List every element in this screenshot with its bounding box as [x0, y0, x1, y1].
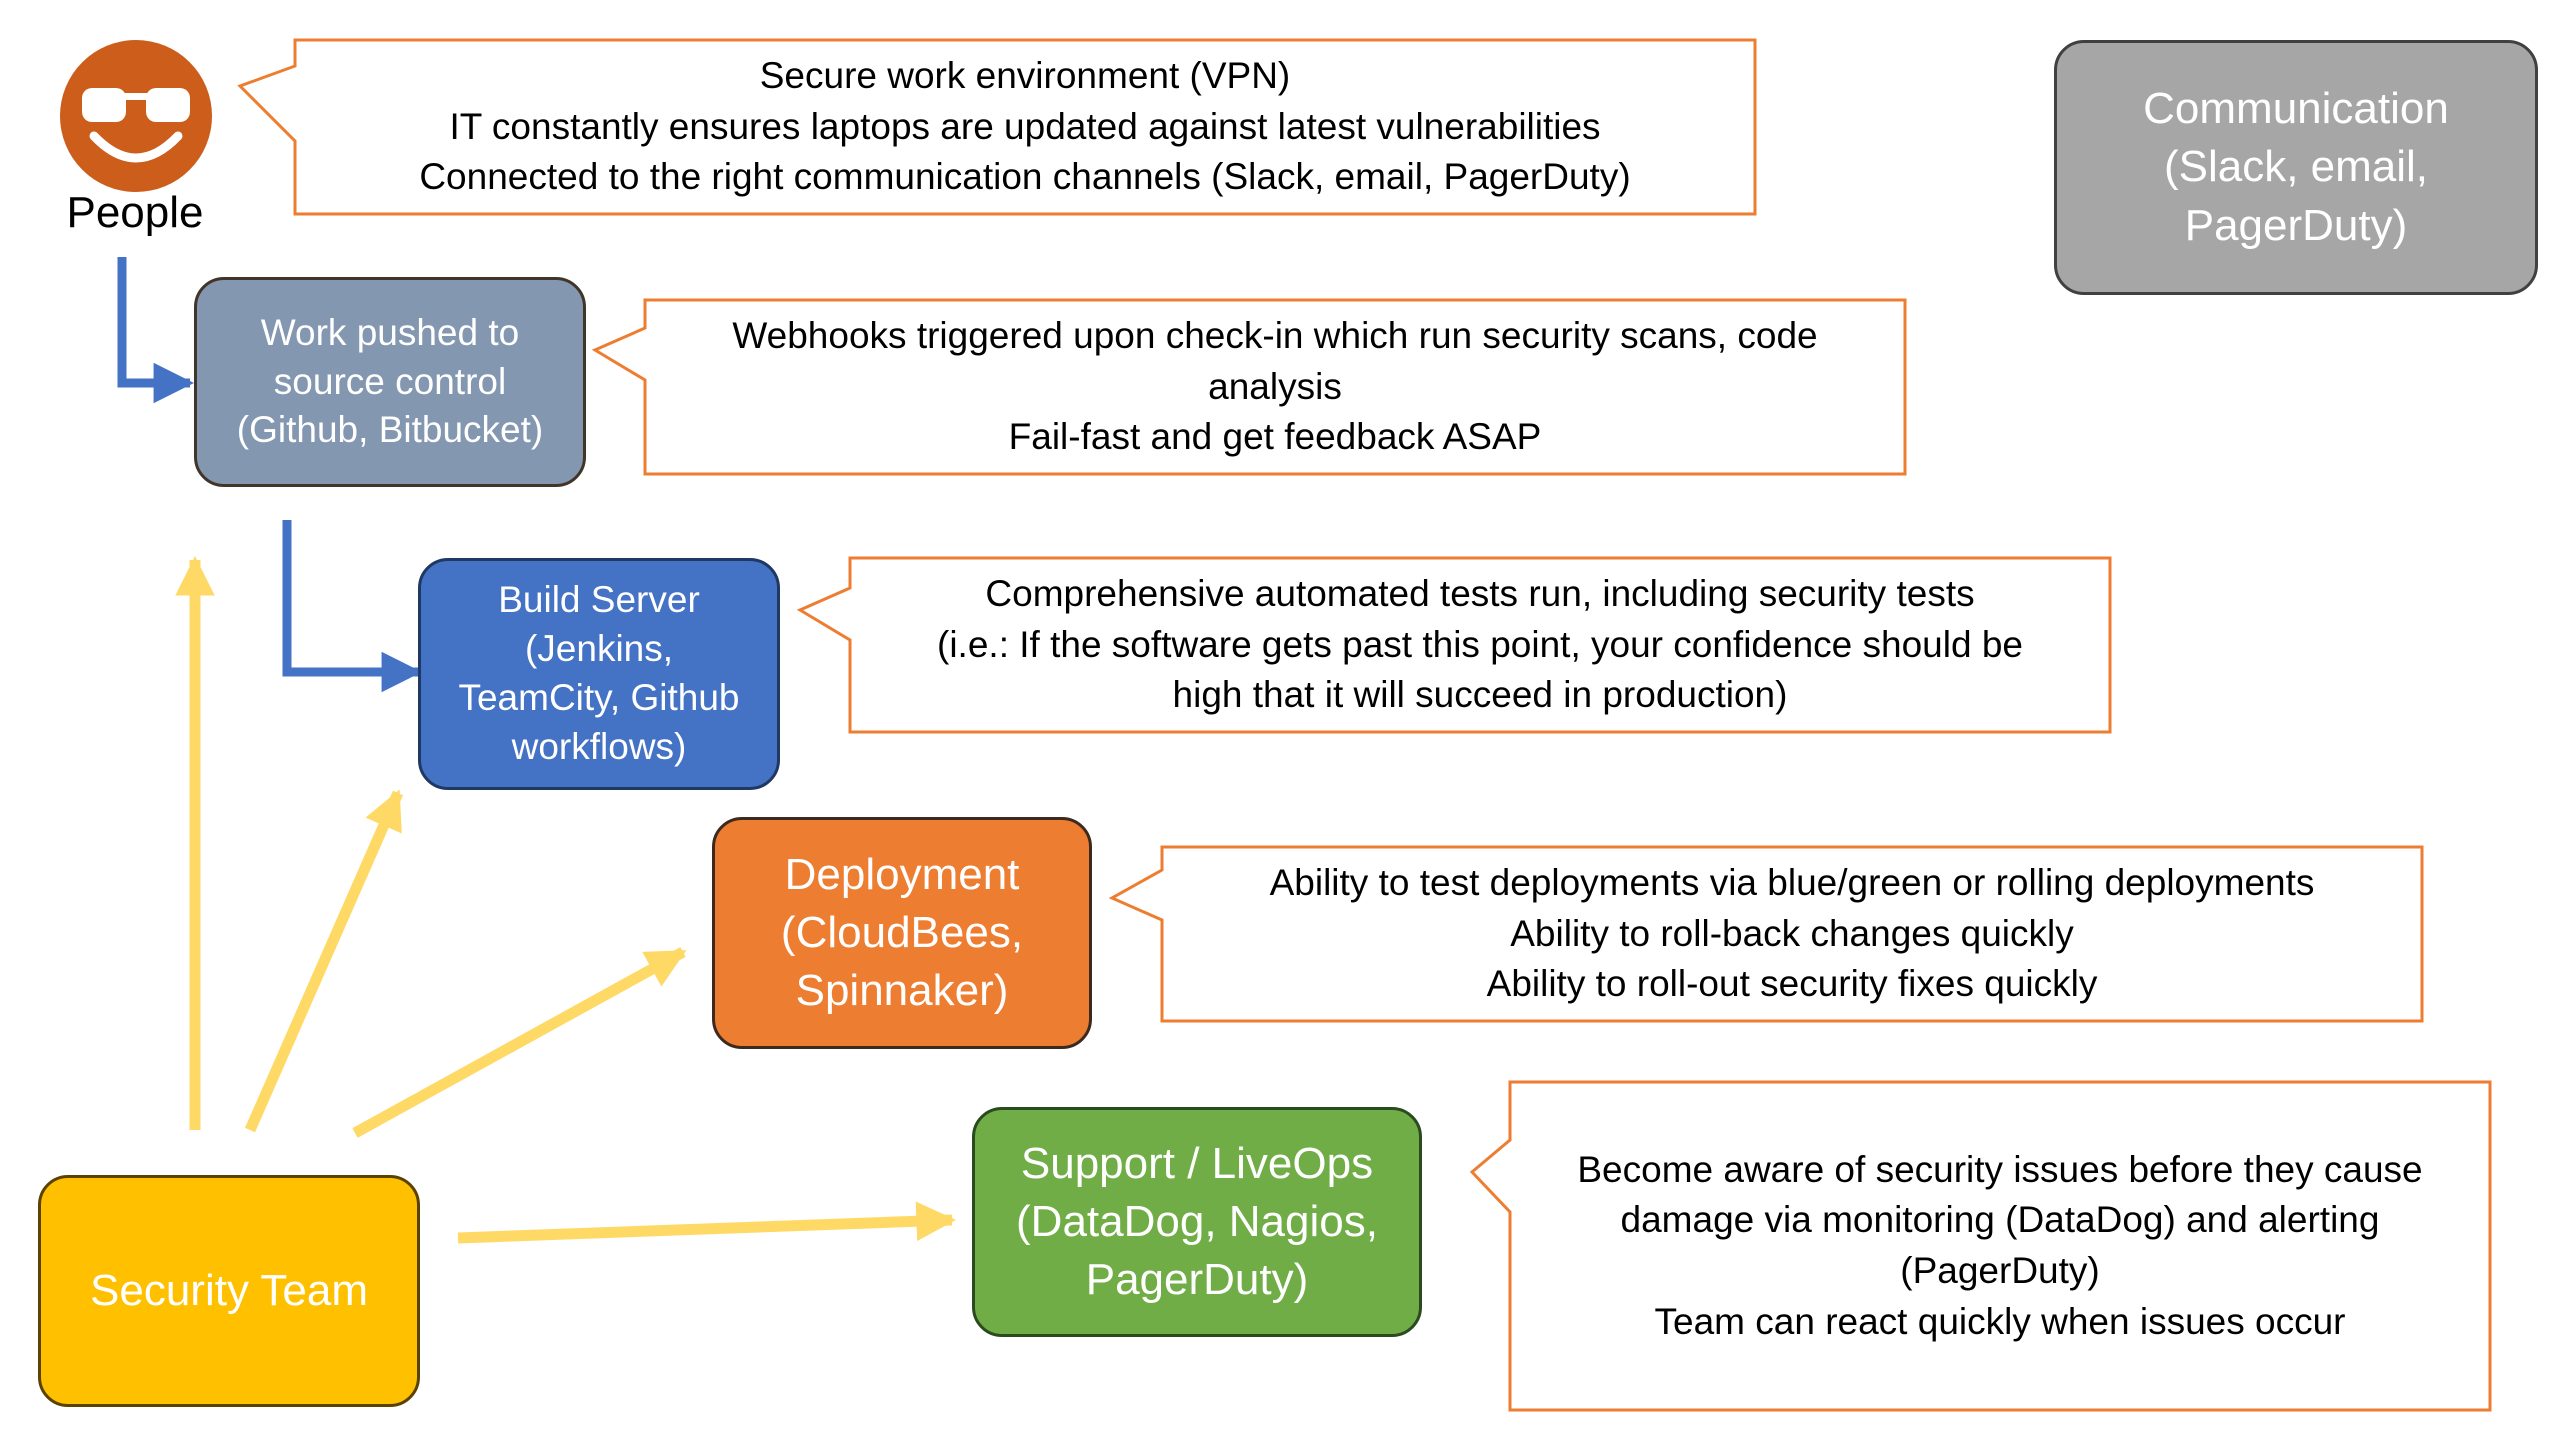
build-server-node-line: TeamCity, Github — [458, 677, 740, 718]
callout-support-shape — [1469, 1080, 2492, 1412]
flow-arrow-people-to-source — [117, 257, 195, 404]
source-control-node-line: Work pushed to — [260, 311, 520, 353]
build-server-node-line: (Jenkins, — [524, 628, 674, 670]
deployment-node-line: Spinnaker) — [795, 966, 1009, 1016]
callout-build-server-text: Comprehensive automated tests run, inclu… — [850, 558, 2110, 732]
sunglasses-smiley-icon — [60, 40, 212, 192]
build-server-node: Build Server (Jenkins, TeamCity, Github wor… — [418, 558, 780, 790]
source-control-node-line: (Github, Bitbucket) — [236, 409, 544, 451]
security-team-node-line: Security Team — [90, 1265, 368, 1315]
callout-build-server-text-line: Comprehensive automated tests run, inclu… — [985, 572, 1975, 614]
deployment-node-line: Deployment — [784, 849, 1020, 899]
callout-build-server-shape — [796, 556, 2112, 734]
support-node-line: PagerDuty) — [1085, 1255, 1309, 1305]
callout-people-text-line: Secure work environment (VPN) — [759, 54, 1291, 96]
deployment-node-line: (CloudBees, — [780, 907, 1024, 957]
callout-support-text-line: Become aware of security issues before t… — [1577, 1148, 2423, 1190]
build-server-node-line: workflows) — [511, 725, 687, 767]
callout-support-text-line: (PagerDuty) — [1900, 1250, 2100, 1291]
callout-source-control-text-line: Webhooks triggered upon check-in which r… — [732, 314, 1818, 356]
callout-deployment-shape — [1108, 845, 2424, 1023]
callout-deployment-text-line: Ability to roll-out security fixes quick… — [1486, 963, 2098, 1005]
callout-people-text: Secure work environment (VPN) IT constant… — [295, 40, 1755, 214]
callout-deployment-text-line: Ability to roll-back changes quickly — [1510, 912, 2074, 954]
support-node-line: Support / LiveOps — [1020, 1138, 1374, 1188]
source-control-node-line: source control — [273, 360, 507, 402]
communication-node-line: Communication — [2143, 84, 2449, 134]
security-arrow-to-support — [457, 1201, 956, 1244]
callout-source-control-text: Webhooks triggered upon check-in which r… — [645, 300, 1905, 474]
source-control-node: Work pushed to source control (Github, Bit… — [194, 277, 586, 487]
callout-deployment-text-line: Ability to test deployments via blue/gre… — [1269, 861, 2315, 903]
callout-people-text-line: IT constantly ensures laptops are update… — [449, 105, 1601, 147]
callout-deployment-text: Ability to test deployments via blue/gre… — [1162, 847, 2422, 1021]
communication-node-line: (Slack, email, — [2163, 142, 2429, 192]
callout-source-control-text-line: analysis — [1208, 365, 1342, 407]
security-arrow-to-deployment — [352, 947, 687, 1138]
callout-support-text-line: Team can react quickly when issues occur — [1654, 1300, 2346, 1342]
security-arrow-to-build-server — [244, 789, 404, 1133]
callout-support-text: Become aware of security issues before t… — [1510, 1082, 2490, 1410]
callout-people-shape — [237, 38, 1757, 216]
people-label: People — [66, 188, 204, 237]
support-node-line: (DataDog, Nagios, — [1016, 1196, 1378, 1246]
build-server-node-line: Build Server — [498, 579, 700, 621]
callout-support-text-line: damage via monitoring (DataDog) and aler… — [1620, 1199, 2380, 1241]
callout-build-server-text-line: (i.e.: If the software gets past this po… — [937, 623, 2023, 665]
support-node: Support / LiveOps (DataDog, Nagios, PagerD… — [972, 1107, 1422, 1337]
callout-source-control-text-line: Fail-fast and get feedback ASAP — [1008, 416, 1542, 458]
security-team-node: Security Team — [38, 1175, 420, 1407]
flow-arrow-source-to-build — [282, 520, 423, 693]
callout-build-server-text-line: high that it will succeed in production) — [1172, 674, 1788, 716]
deployment-node: Deployment (CloudBees, Spinnaker) — [712, 817, 1092, 1049]
communication-node: Communication (Slack, email, PagerDuty) — [2054, 40, 2538, 295]
callout-source-control-shape — [591, 298, 1907, 476]
callout-people-text-line: Connected to the right communication cha… — [419, 156, 1631, 198]
communication-node-line: PagerDuty) — [2184, 200, 2408, 250]
